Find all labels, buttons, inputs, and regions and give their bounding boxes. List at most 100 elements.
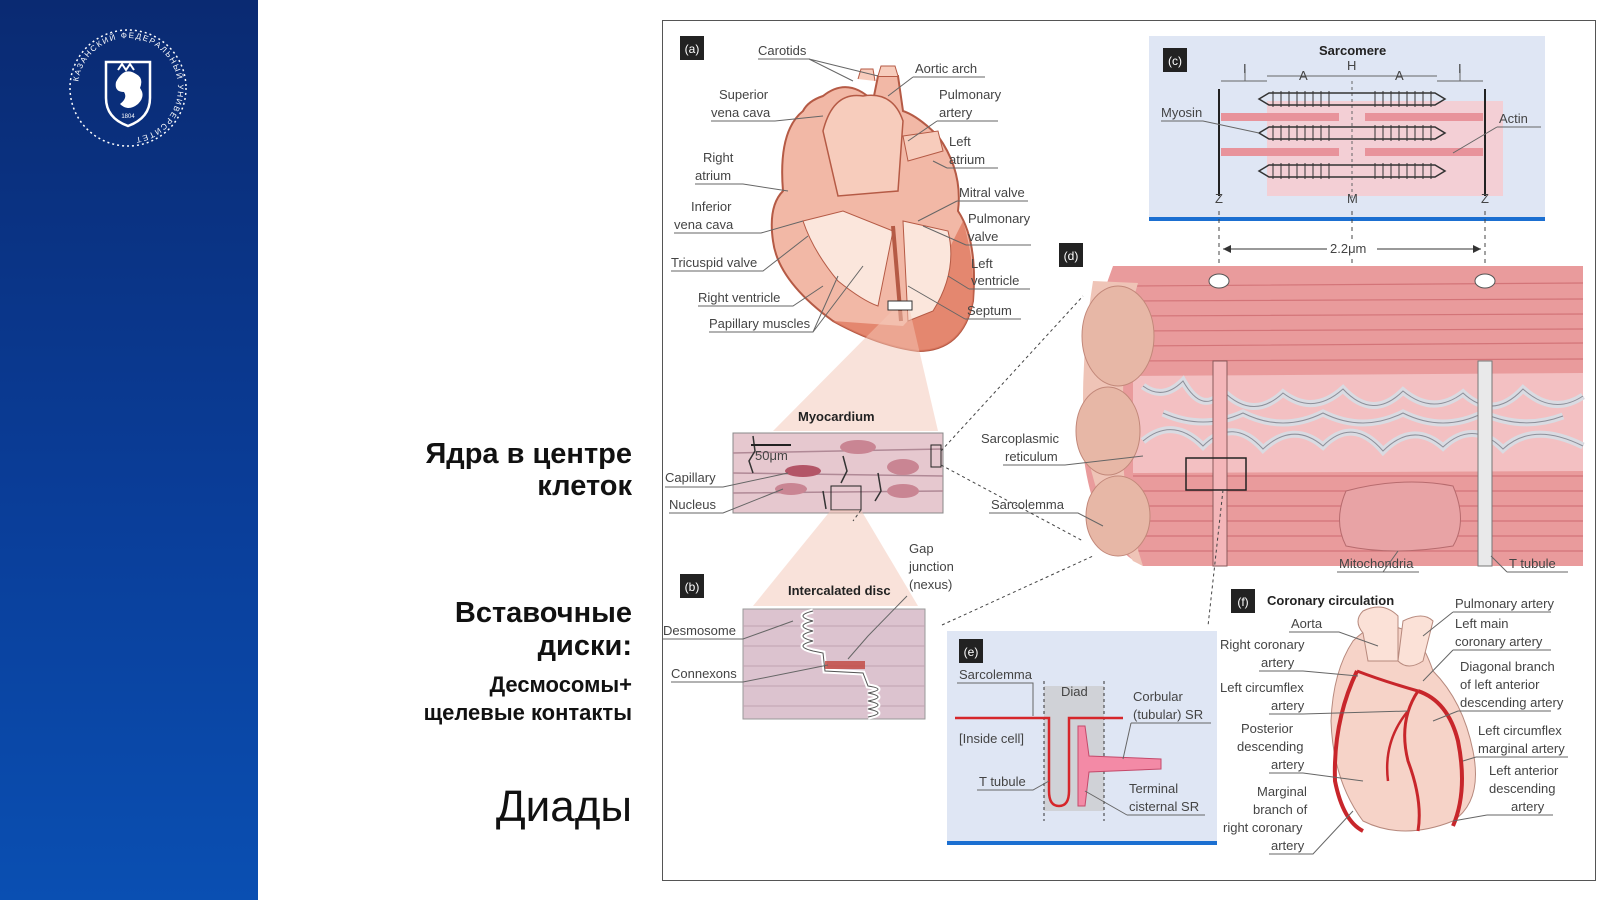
svg-text:I: I — [1458, 61, 1462, 76]
svg-text:right coronary: right coronary — [1223, 820, 1303, 835]
svg-text:Carotids: Carotids — [758, 43, 807, 58]
svg-text:Pulmonary: Pulmonary — [968, 211, 1031, 226]
svg-text:Posterior: Posterior — [1241, 721, 1294, 736]
panel-d-muscle-fibre: (d) Sarcoplasmic reticulum Sarcolemma Mi… — [981, 243, 1585, 573]
svg-text:Right coronary: Right coronary — [1220, 637, 1305, 652]
figure-canvas: (a) Carotids Aortic arch Superior vena c… — [663, 36, 1585, 855]
svg-text:(tubular) SR: (tubular) SR — [1133, 707, 1203, 722]
myocardium-panel: Myocardium 50μm Capillary Nucleus — [665, 409, 944, 514]
diads-caption: Диады — [495, 782, 632, 831]
university-logo: КАЗАНСКИЙ ФЕДЕРАЛЬНЫЙ УНИВЕРСИТЕТ 1804 — [69, 29, 187, 147]
svg-text:Sarcoplasmic: Sarcoplasmic — [981, 431, 1060, 446]
cardiac-muscle-figure: (a) Carotids Aortic arch Superior vena c… — [662, 20, 1596, 881]
svg-text:(f): (f) — [1237, 595, 1248, 609]
junctions-caption-line1: Десмосомы+ — [489, 672, 632, 697]
svg-text:artery: artery — [939, 105, 973, 120]
svg-text:valve: valve — [968, 229, 998, 244]
svg-text:of left anterior: of left anterior — [1460, 677, 1540, 692]
panel-f-coronary-circulation: (f) Coronary circulation Pulmonary arter… — [1220, 589, 1568, 855]
svg-text:Myocardium: Myocardium — [798, 409, 875, 424]
svg-text:(a): (a) — [685, 42, 700, 56]
svg-text:vena cava: vena cava — [711, 105, 771, 120]
nuclei-caption-line2: клеток — [537, 470, 632, 502]
svg-text:descending: descending — [1237, 739, 1304, 754]
svg-text:Papillary muscles: Papillary muscles — [709, 316, 811, 331]
svg-text:cisternal SR: cisternal SR — [1129, 799, 1199, 814]
svg-text:Mitral valve: Mitral valve — [959, 185, 1025, 200]
zoom-connectors — [852, 295, 1224, 627]
svg-text:atrium: atrium — [695, 168, 731, 183]
svg-text:junction: junction — [908, 559, 954, 574]
svg-text:artery: artery — [1271, 838, 1305, 853]
svg-text:descending: descending — [1489, 781, 1556, 796]
svg-text:T tubule: T tubule — [1509, 556, 1556, 571]
svg-text:Left anterior: Left anterior — [1489, 763, 1559, 778]
svg-text:Septum: Septum — [967, 303, 1012, 318]
svg-text:ventricle: ventricle — [971, 273, 1019, 288]
svg-text:Terminal: Terminal — [1129, 781, 1178, 796]
svg-text:Left circumflex: Left circumflex — [1478, 723, 1562, 738]
svg-text:Superior: Superior — [719, 87, 769, 102]
zoom-cone-a — [773, 311, 938, 431]
svg-text:Left: Left — [949, 134, 971, 149]
svg-text:Right: Right — [703, 150, 734, 165]
svg-text:H: H — [1347, 58, 1356, 73]
svg-text:Tricuspid valve: Tricuspid valve — [671, 255, 757, 270]
svg-text:Pulmonary artery: Pulmonary artery — [1455, 596, 1554, 611]
svg-text:artery: artery — [1271, 698, 1305, 713]
svg-text:branch of: branch of — [1253, 802, 1308, 817]
svg-text:2.2μm: 2.2μm — [1330, 241, 1366, 256]
svg-text:descending artery: descending artery — [1460, 695, 1564, 710]
svg-text:[Inside cell]: [Inside cell] — [959, 731, 1024, 746]
sidebar-panel: КАЗАНСКИЙ ФЕДЕРАЛЬНЫЙ УНИВЕРСИТЕТ 1804 — [0, 0, 258, 900]
panel-e-diad: (e) Sarcolemma Diad Corbular (tubular) S… — [947, 631, 1217, 845]
svg-text:Intercalated disc: Intercalated disc — [788, 583, 891, 598]
svg-text:M: M — [1347, 191, 1358, 206]
svg-text:(c): (c) — [1168, 54, 1182, 68]
svg-text:Pulmonary: Pulmonary — [939, 87, 1002, 102]
svg-text:1804: 1804 — [121, 114, 135, 120]
svg-text:A: A — [1395, 68, 1404, 83]
intercalated-discs-caption: Вставочные диски: — [455, 597, 632, 663]
svg-text:50μm: 50μm — [755, 448, 788, 463]
discs-caption-line1: Вставочные — [454, 597, 632, 629]
svg-text:Z: Z — [1481, 191, 1489, 206]
panel-b-intercalated-disc: (b) Intercalated disc Gap junction (nexu… — [663, 541, 954, 720]
svg-text:Gap: Gap — [909, 541, 934, 556]
svg-text:Aortic arch: Aortic arch — [915, 61, 977, 76]
svg-text:Connexons: Connexons — [671, 666, 737, 681]
svg-text:Coronary circulation: Coronary circulation — [1267, 593, 1394, 608]
svg-text:Left circumflex: Left circumflex — [1220, 680, 1304, 695]
svg-text:(e): (e) — [964, 645, 979, 659]
svg-text:Inferior: Inferior — [691, 199, 732, 214]
svg-text:Myosin: Myosin — [1161, 105, 1202, 120]
svg-text:T tubule: T tubule — [979, 774, 1026, 789]
discs-caption-line2: диски: — [537, 630, 632, 662]
nuclei-caption: Ядра в центре клеток — [425, 438, 632, 502]
svg-text:vena cava: vena cava — [674, 217, 734, 232]
panel-c-sarcomere: (c) Sarcomere I A H A I Myosin Actin Z M — [1149, 36, 1545, 281]
svg-text:Corbular: Corbular — [1133, 689, 1184, 704]
svg-text:(b): (b) — [685, 580, 700, 594]
nuclei-caption-line1: Ядра в центре — [425, 438, 632, 470]
svg-text:Left: Left — [971, 256, 993, 271]
svg-text:artery: artery — [1261, 655, 1295, 670]
svg-text:Mitochondria: Mitochondria — [1339, 556, 1414, 571]
svg-text:artery: artery — [1271, 757, 1305, 772]
svg-text:Left main: Left main — [1455, 616, 1508, 631]
junctions-caption: Десмосомы+ щелевые контакты — [424, 671, 632, 727]
svg-text:I: I — [1243, 61, 1247, 76]
svg-text:Sarcolemma: Sarcolemma — [991, 497, 1065, 512]
svg-text:artery: artery — [1511, 799, 1545, 814]
svg-text:Sarcolemma: Sarcolemma — [959, 667, 1033, 682]
svg-text:Marginal: Marginal — [1257, 784, 1307, 799]
svg-text:marginal artery: marginal artery — [1478, 741, 1565, 756]
svg-text:Actin: Actin — [1499, 111, 1528, 126]
zoom-cone-b — [753, 510, 918, 606]
svg-text:Nucleus: Nucleus — [669, 497, 716, 512]
junctions-caption-line2: щелевые контакты — [423, 700, 632, 725]
svg-text:Aorta: Aorta — [1291, 616, 1323, 631]
svg-text:reticulum: reticulum — [1005, 449, 1058, 464]
svg-text:Z: Z — [1215, 191, 1223, 206]
svg-text:(nexus): (nexus) — [909, 577, 952, 592]
